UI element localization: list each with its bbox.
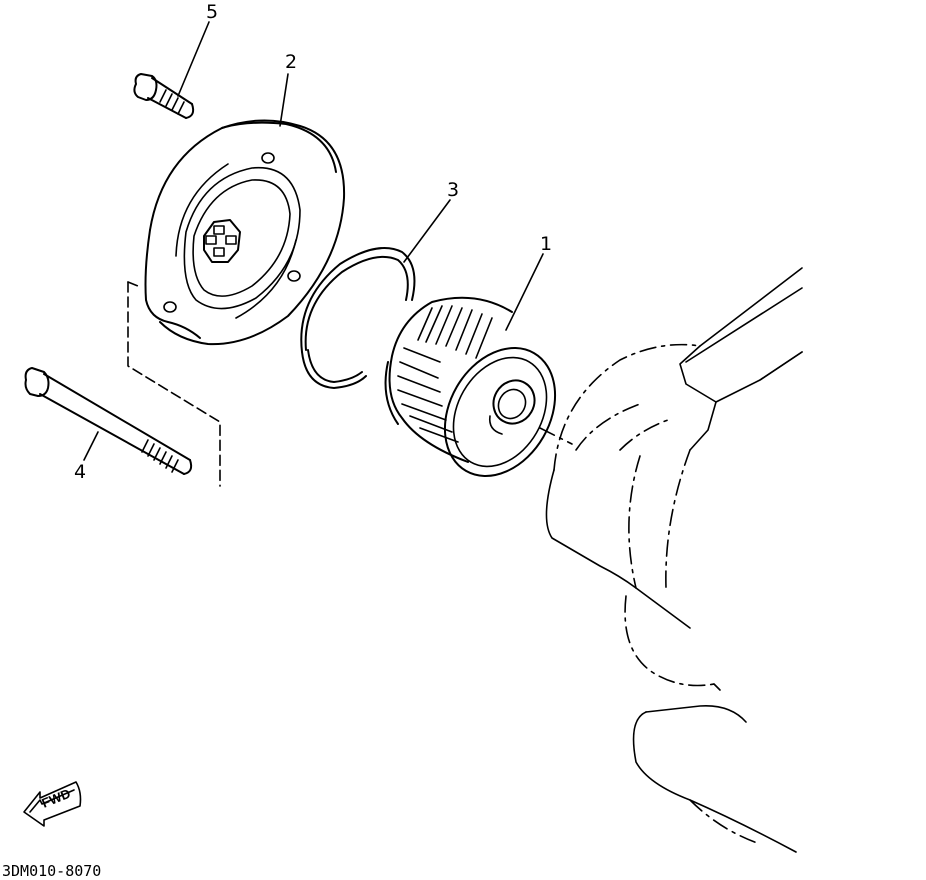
part-5-bolt xyxy=(133,73,195,119)
callout-1: 1 xyxy=(540,233,552,255)
part-2-filter-cover xyxy=(144,119,346,346)
diagram-code: 3DM010-8070 xyxy=(2,862,101,880)
fwd-label: FWD xyxy=(40,786,73,811)
part-1-filter-element xyxy=(384,296,557,477)
callout-5: 5 xyxy=(206,1,218,23)
callout-2: 2 xyxy=(285,51,297,73)
part-4-long-bolt xyxy=(24,367,193,475)
crankcase-outline xyxy=(545,267,803,853)
callout-4: 4 xyxy=(74,461,86,483)
assembly-centerline xyxy=(539,427,573,445)
part-3-o-ring xyxy=(300,247,416,389)
leader-lines xyxy=(83,21,544,461)
callout-3: 3 xyxy=(447,179,459,201)
assembly-bracket-lines xyxy=(127,281,221,487)
cover-center-pin xyxy=(203,219,241,263)
fwd-arrow-icon: FWD xyxy=(23,781,82,827)
